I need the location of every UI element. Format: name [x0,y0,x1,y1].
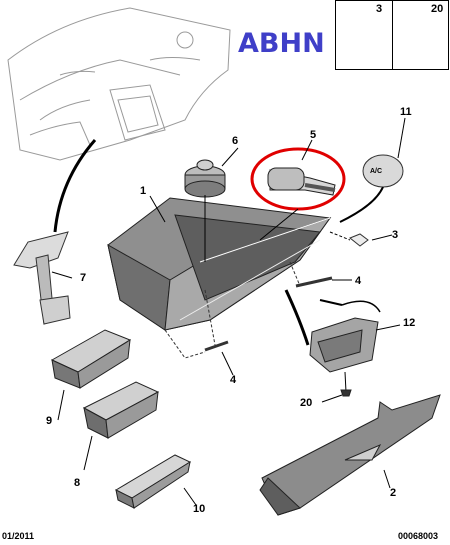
callout-3: 3 [392,229,399,241]
callout-5: 5 [310,129,317,141]
part-3-clip [329,231,369,247]
key-label-3: 3 [376,3,383,15]
callout-6: 6 [232,135,239,147]
dashboard-sketch [7,7,231,161]
callout-8: 8 [74,477,81,489]
key-box-divider [392,1,393,70]
part-6-knob [184,159,226,262]
footer-ref: 00068003 [398,531,439,541]
part-10-box [114,454,192,509]
key-box: 3 20 [335,0,449,70]
part-11-switch [339,154,404,223]
callout-12: 12 [403,317,416,329]
callout-11: 11 [400,106,412,118]
glovebox-body [107,197,332,331]
part-2-lid [259,394,441,516]
part-8-tray [82,381,160,439]
model-code: ABHN [238,28,325,59]
part-4-rod-left [164,289,229,359]
key-label-20: 20 [431,3,444,15]
leader-5-body [259,208,299,241]
callout-9: 9 [46,415,53,427]
part-12-latch [309,299,381,397]
callout-7: 7 [80,272,87,284]
leader-lines [51,117,406,506]
callout-4-right: 4 [355,275,362,287]
footer-date: 01/2011 [2,531,35,541]
callout-2: 2 [390,487,397,499]
part-7-bracket [13,231,71,325]
switch-label: A/C [370,168,383,175]
part-4-rod-right [289,261,333,288]
link-dashboard-7 [53,139,97,233]
callout-10: 10 [193,503,206,515]
part-5-cylinder [267,167,336,196]
callout-20: 20 [300,397,313,409]
part-9-tray [50,329,132,389]
callout-4-left: 4 [230,374,237,386]
callout-1: 1 [140,185,147,197]
link-body-12 [284,289,310,346]
